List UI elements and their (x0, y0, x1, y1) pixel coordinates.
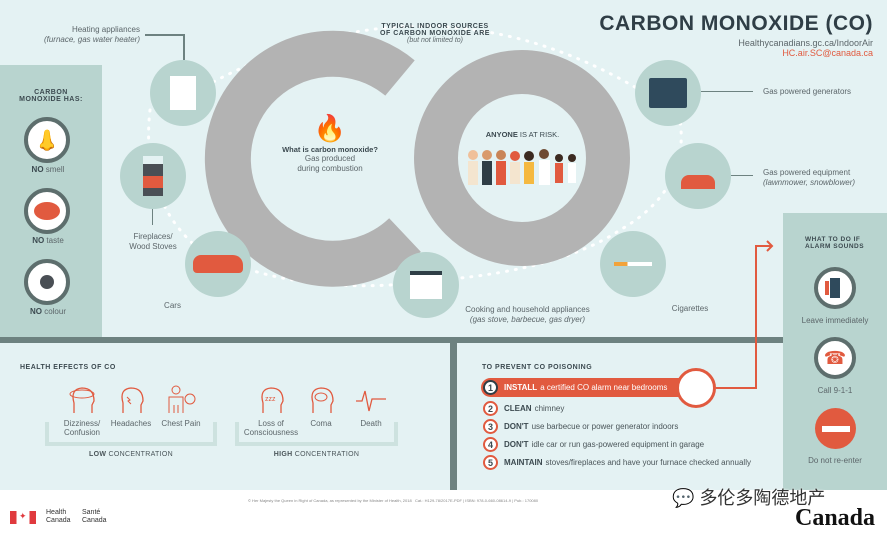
cigarettes-circle (600, 231, 666, 297)
properties-panel: CARBON MONOXIDE HAS: 👃 NO smell NO taste… (0, 65, 102, 337)
dizzy-head-icon (69, 387, 95, 413)
cooking-circle (393, 252, 459, 318)
heating-label: Heating appliances(furnace, gas water he… (43, 25, 140, 44)
fireplaces-label: Fireplaces/Wood Stoves (129, 232, 177, 251)
watermark: 💬 多伦多陶德地产 (672, 488, 826, 508)
generators-circle (635, 60, 701, 126)
canada-flag-icon: ✦ (10, 511, 36, 524)
letter-o (414, 50, 630, 266)
divider (450, 337, 457, 490)
co-alarm-icon (676, 368, 716, 408)
effect-death: Death (341, 385, 401, 428)
alarm-arrow (716, 240, 774, 389)
effect-coma: Coma (291, 385, 351, 428)
cigarettes-label: Cigarettes (671, 304, 709, 313)
effect-headaches: Headaches (101, 385, 161, 428)
health-heading: HEALTH EFFECTS OF CO (20, 364, 116, 371)
prevent-heading: TO PREVENT CO POISONING (482, 364, 593, 371)
website-link[interactable]: Healthycanadians.gc.ca/IndoorAir (738, 38, 873, 48)
high-concentration-label: HIGH CONCENTRATION (273, 451, 360, 458)
generator-icon (649, 78, 687, 108)
flatline-icon (356, 390, 386, 412)
alarm-panel: WHAT TO DO IF ALARM SOUNDS Leave immedia… (783, 213, 887, 490)
sleep-head-icon: zzz (261, 387, 284, 413)
anyone-at-risk: ANYONE IS AT RISK. (460, 130, 585, 198)
no-taste-icon (24, 188, 70, 234)
headache-icon (121, 387, 144, 413)
people-icon (467, 149, 576, 185)
high-bracket (235, 422, 398, 446)
low-bracket (45, 422, 217, 446)
page-title: CARBON MONOXIDE (CO) (599, 12, 873, 35)
cars-circle (185, 231, 251, 297)
lawnmower-icon (681, 175, 715, 189)
step-highlight (481, 378, 696, 397)
copyright: © Her Majesty the Queen in Right of Cana… (248, 498, 539, 503)
no-entry-icon (815, 408, 856, 449)
wechat-icon: 💬 (672, 488, 695, 508)
cars-label: Cars (164, 301, 181, 310)
letter-c (204, 30, 421, 287)
car-icon (193, 255, 243, 273)
phone-icon: ☎ (814, 337, 856, 379)
svg-text:zzz: zzz (265, 396, 276, 403)
heating-appliances-circle (150, 60, 216, 126)
effect-dizziness: Dizziness/Confusion (52, 385, 112, 437)
furnace-icon (170, 76, 196, 110)
cigarette-icon (614, 262, 652, 266)
co-letters-graphic (147, 24, 683, 288)
divider (0, 337, 783, 343)
no-smell-icon: 👃 (24, 117, 70, 163)
gas-stove-icon (410, 271, 442, 299)
canada-wordmark: Canada (795, 505, 876, 531)
no-colour-icon (24, 259, 70, 305)
low-concentration-label: LOW CONCENTRATION (89, 451, 173, 458)
email-link[interactable]: HC.air.SC@canada.ca (782, 48, 873, 58)
equipment-label: Gas powered equipment(lawnmower, snowblo… (763, 168, 856, 187)
effect-chest-pain: Chest Pain (151, 385, 211, 428)
fireplace-circle (120, 143, 186, 209)
wood-stove-icon (143, 156, 163, 196)
cooking-label: Cooking and household appliances(gas sto… (465, 305, 590, 324)
flame-icon: 🔥 (313, 113, 347, 143)
what-is-co: 🔥 What is carbon monoxide? Gas produced … (270, 115, 390, 173)
generators-label: Gas powered generators (763, 87, 852, 96)
chest-pain-icon (168, 385, 196, 413)
brain-head-icon (311, 387, 334, 413)
sources-heading: TYPICAL INDOOR SOURCES OF CARBON MONOXID… (380, 23, 490, 44)
exit-door-icon (814, 267, 856, 309)
equipment-circle (665, 143, 731, 209)
